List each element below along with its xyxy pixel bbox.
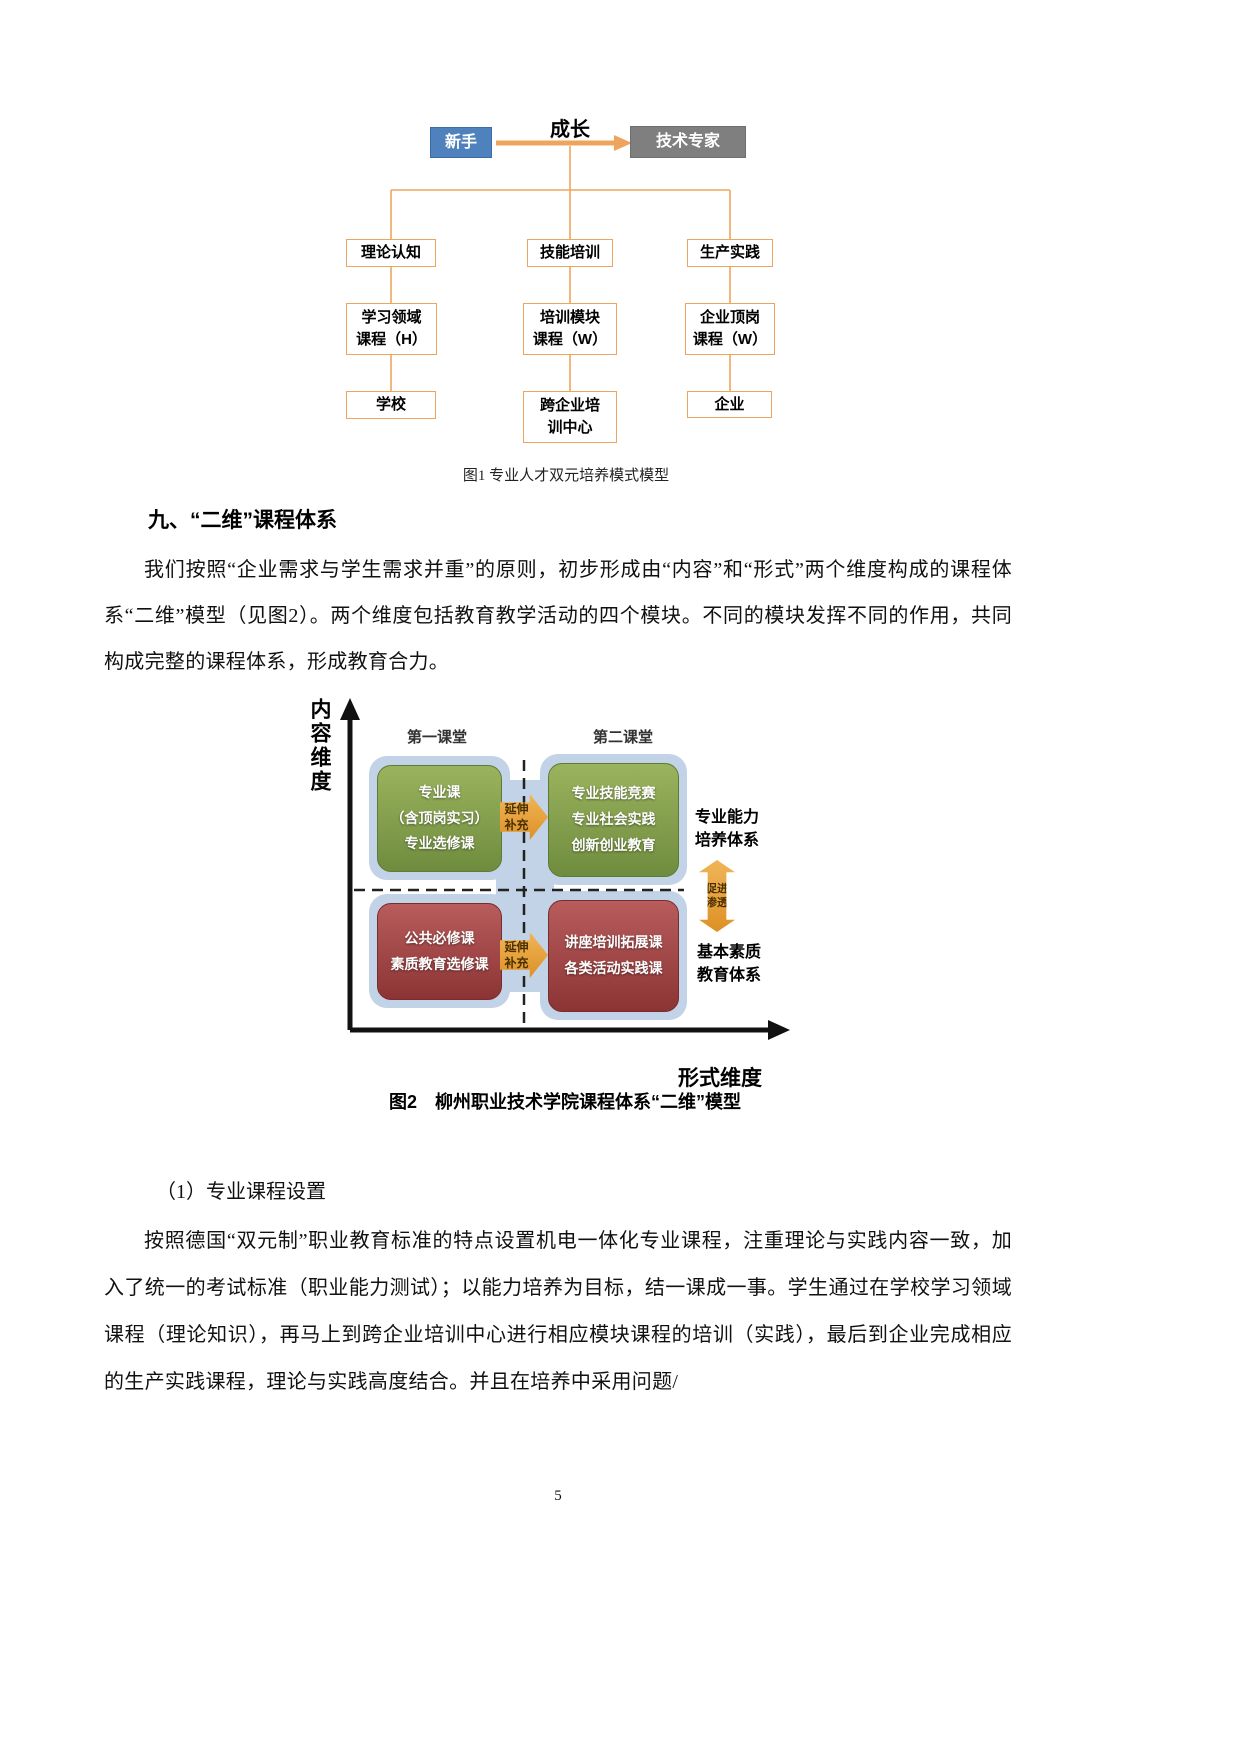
fig1-node-novice: 新手 bbox=[430, 127, 492, 158]
fig1-node-training-center: 跨企业培 训中心 bbox=[523, 391, 617, 443]
fig2-column-header-second-class: 第二课堂 bbox=[592, 729, 653, 746]
fig2-quadrant-public-courses: 公共必修课 素质教育选修课 bbox=[377, 903, 502, 1000]
fig1-connector-lines bbox=[390, 135, 731, 391]
fig2-side-label-professional-ability: 专业能力 培养体系 bbox=[694, 809, 759, 850]
figure2-two-dimension-model: 内容维度 形式维度 第一课堂 第二课堂 专业课 （含顶岗实习） 专业选修课 专业… bbox=[290, 690, 810, 1102]
fig1-growth-arrowhead bbox=[614, 135, 632, 151]
figure1-dual-training-flowchart: 成长 新手 技术专家 理论认知 技能培训 生产实践 学习领域 课程（H） 培训模… bbox=[340, 110, 792, 462]
figure1-caption: 图1 专业人才双元培养模式模型 bbox=[462, 468, 670, 484]
figure2-caption: 图2 柳州职业技术学院课程体系“二维”模型 bbox=[388, 1092, 741, 1112]
page-number: 5 bbox=[554, 1488, 562, 1504]
fig1-node-theory: 理论认知 bbox=[346, 239, 436, 267]
fig1-node-expert: 技术专家 bbox=[630, 126, 746, 158]
section-paragraph: 我们按照“企业需求与学生需求并重”的原则，初步形成由“内容”和“形式”两个维度构… bbox=[104, 559, 1012, 673]
section-heading: 九、“二维”课程体系 bbox=[148, 509, 337, 532]
fig1-node-production-practice: 生产实践 bbox=[687, 239, 773, 267]
fig1-node-learning-field-course: 学习领域 课程（H） bbox=[346, 303, 437, 355]
y-axis-arrowhead bbox=[340, 698, 360, 720]
fig1-growth-label: 成长 bbox=[550, 119, 590, 141]
subsection-title: （1）专业课程设置 bbox=[156, 1181, 326, 1203]
fig2-y-axis-label: 内容维度 bbox=[308, 698, 331, 794]
fig1-node-enterprise: 企业 bbox=[687, 391, 772, 418]
fig2-x-axis-label: 形式维度 bbox=[678, 1067, 762, 1090]
fig2-axes-and-dividers bbox=[340, 698, 790, 1040]
fig2-side-label-basic-quality: 基本素质 教育体系 bbox=[696, 944, 761, 985]
fig1-node-school: 学校 bbox=[346, 391, 436, 419]
fig1-node-training-module-course: 培训模块 课程（W） bbox=[523, 303, 617, 355]
fig2-quadrant-professional-activities: 专业技能竞赛 专业社会实践 创新创业教育 bbox=[548, 763, 679, 877]
fig2-quadrant-activity-courses: 讲座培训拓展课 各类活动实践课 bbox=[548, 900, 679, 1012]
fig2-column-header-first-class: 第一课堂 bbox=[406, 729, 467, 746]
fig2-quadrant-professional-courses: 专业课 （含顶岗实习） 专业选修课 bbox=[377, 765, 502, 872]
fig1-node-skill-training: 技能培训 bbox=[527, 239, 613, 267]
fig1-node-enterprise-post-course: 企业顶岗 课程（W） bbox=[685, 303, 775, 355]
subsection-paragraph: 按照德国“双元制”职业教育标准的特点设置机电一体化专业课程，注重理论与实践内容一… bbox=[104, 1230, 1012, 1393]
x-axis-arrowhead bbox=[768, 1020, 790, 1040]
